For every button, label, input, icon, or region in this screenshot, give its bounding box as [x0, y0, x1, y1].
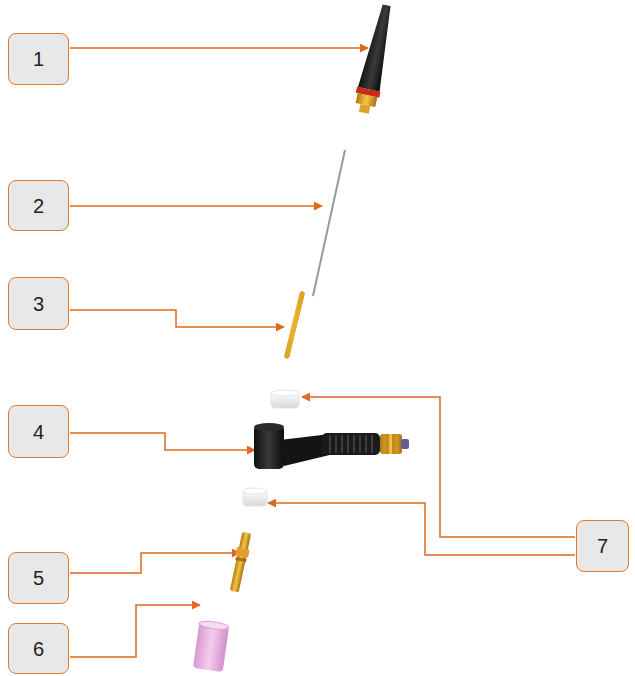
- leader-line: [268, 503, 575, 555]
- leader-line: [70, 205, 322, 207]
- callout-box: 3: [8, 277, 69, 330]
- leader-arrows: [70, 48, 575, 657]
- leader-line: [302, 397, 575, 537]
- callout-number: 5: [33, 568, 44, 588]
- leader-line: [70, 47, 368, 49]
- callout-box: 4: [8, 405, 69, 458]
- back-cap: [352, 3, 398, 116]
- torch-body: [254, 423, 409, 469]
- insulator-lower: [243, 488, 267, 506]
- callout-box: 5: [8, 552, 69, 604]
- leader-line: [70, 433, 255, 450]
- leader-line: [70, 310, 284, 327]
- callout-number: 6: [33, 639, 44, 659]
- leader-line: [70, 553, 240, 573]
- callout-number: 2: [33, 196, 44, 216]
- callout-number: 3: [33, 294, 44, 314]
- callout-box: 1: [8, 33, 69, 85]
- ceramic-cup: [193, 620, 229, 672]
- insulator-upper: [271, 390, 299, 408]
- callout-number: 4: [33, 422, 44, 442]
- leader-line: [70, 605, 200, 657]
- callout-number: 1: [33, 49, 44, 69]
- callout-box: 6: [8, 623, 69, 674]
- collet: [287, 294, 302, 356]
- callout-box: 2: [8, 180, 69, 231]
- callout-box: 7: [576, 520, 629, 572]
- callout-number: 7: [597, 536, 608, 556]
- collet-body: [228, 531, 253, 592]
- tungsten-electrode: [313, 150, 345, 296]
